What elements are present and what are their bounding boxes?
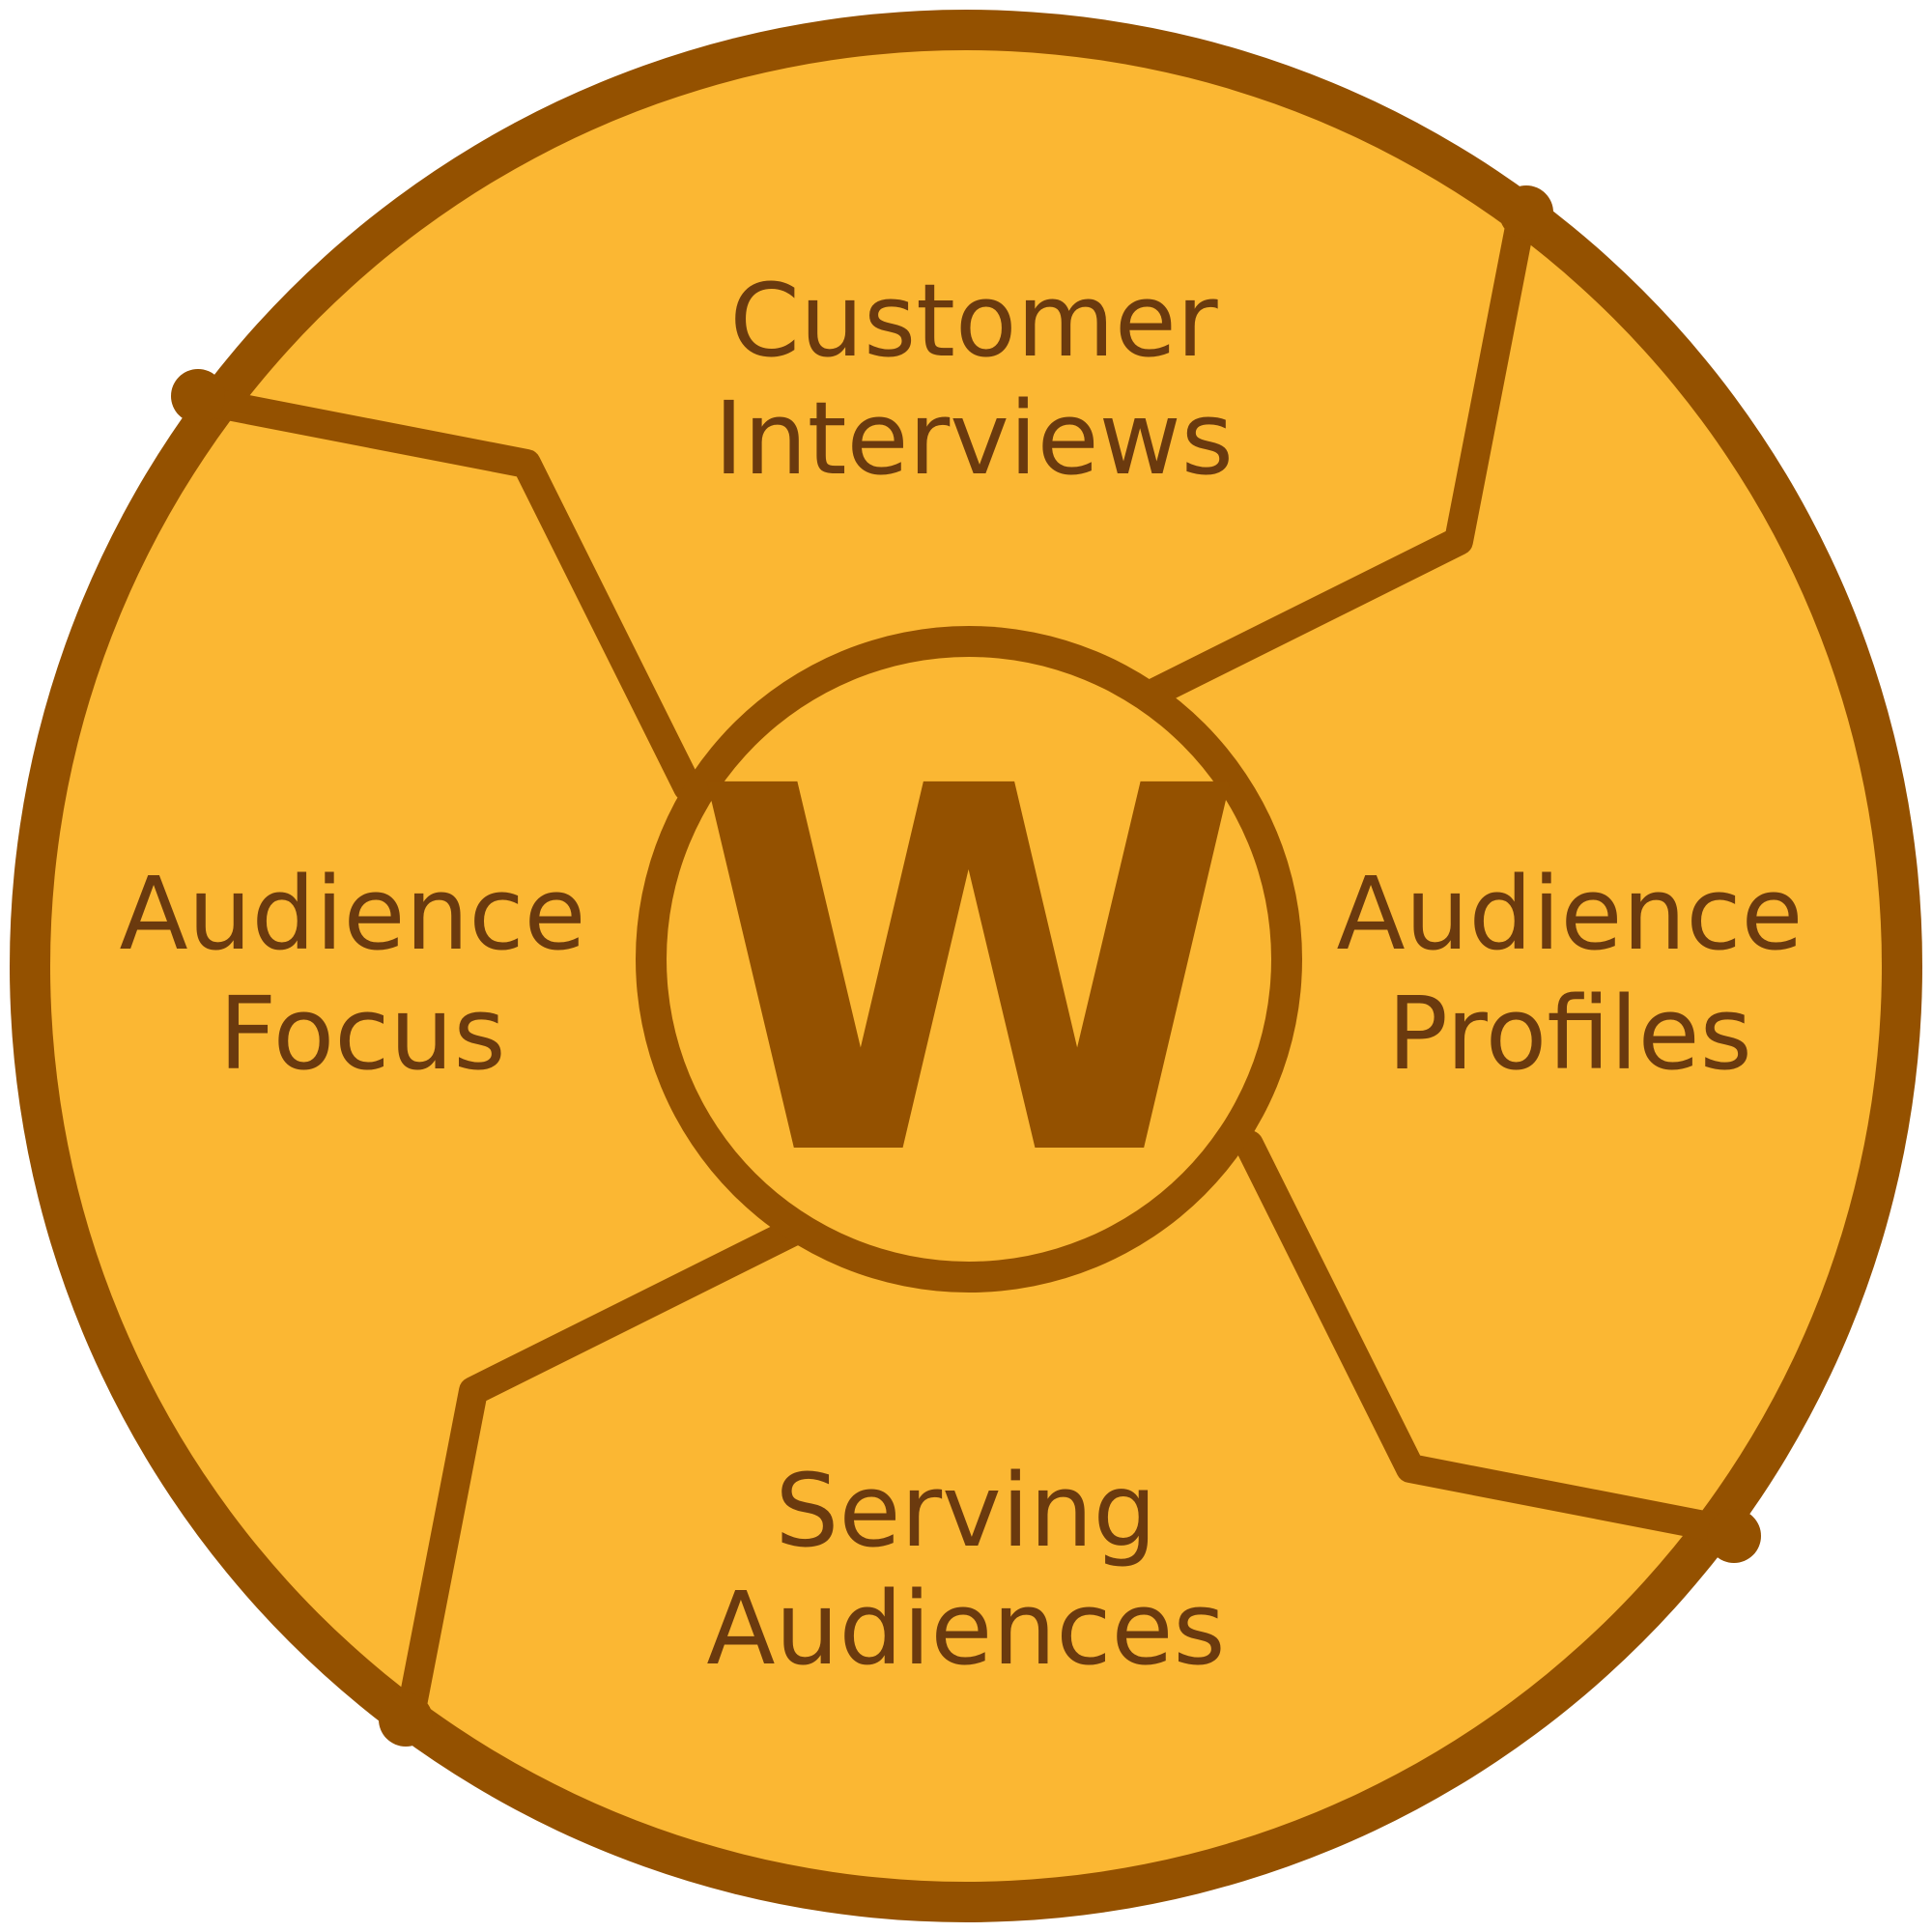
label-right-line2: Profiles [1387,975,1752,1093]
segment-dividers [188,203,1748,1729]
label-bottom-line2: Audiences [706,1570,1225,1688]
divider-top-left [188,386,702,802]
center-letter: W [692,681,1246,1266]
divider-bottom-left [396,1215,811,1729]
divider-bottom-right [1235,1130,1748,1546]
label-right-line1: Audience [1336,855,1803,973]
divider-top-right [1121,203,1536,717]
label-left-line2: Focus [218,975,505,1093]
label-bottom-line1: Serving [775,1452,1156,1570]
label-left-line1: Audience [119,855,585,973]
label-top-line2: Interviews [714,380,1234,497]
hub-fill [667,657,1271,1262]
label-top-line1: Customer [729,262,1217,380]
divider-joints [171,185,1761,1747]
